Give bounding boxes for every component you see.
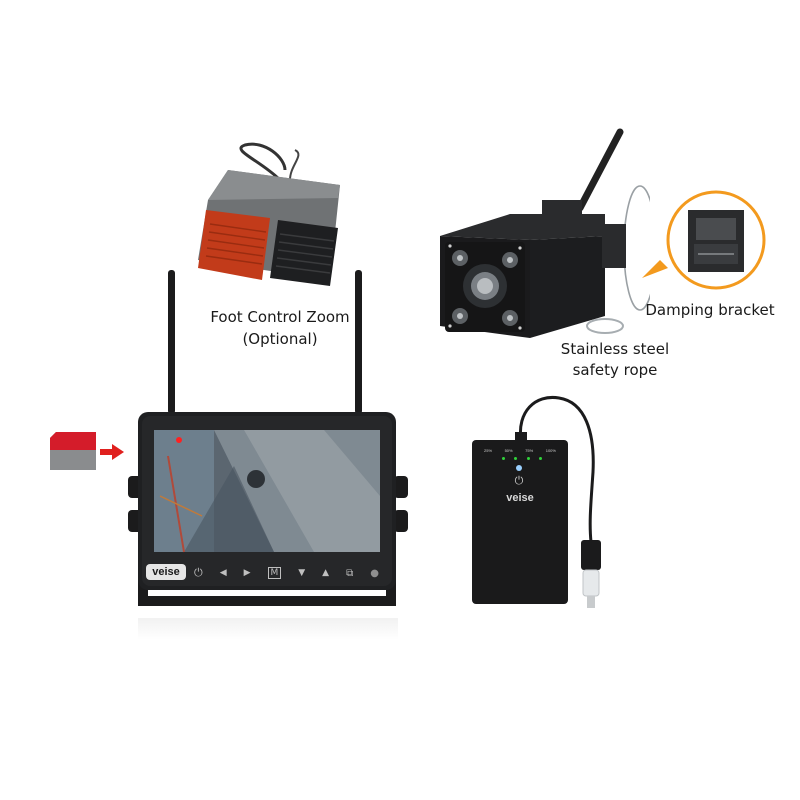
battery-brand-logo: veise — [506, 492, 534, 504]
battery-led-row — [502, 457, 542, 460]
split-button[interactable]: ⧉ — [346, 567, 354, 579]
battery-led — [502, 457, 505, 460]
down-button[interactable]: ▼ — [298, 568, 306, 578]
foot-control-optional-caption: (Optional) — [242, 330, 318, 348]
power-button[interactable]: ⏻ — [194, 566, 203, 579]
battery-level-100: 100% — [545, 448, 556, 453]
battery-led — [538, 457, 542, 460]
foot-pedal — [190, 140, 350, 290]
indicator-dot: ● — [370, 567, 379, 579]
battery-power-button[interactable]: ⏻ — [514, 474, 524, 487]
battery-level-75: 75% — [525, 448, 534, 453]
foot-control-caption: Foot Control Zoom — [210, 308, 350, 326]
battery-led — [514, 457, 518, 460]
sd-card — [50, 432, 96, 470]
play-button[interactable]: ▶ — [243, 568, 251, 578]
battery-level-25: 25% — [484, 448, 493, 453]
menu-button[interactable]: M — [267, 567, 282, 579]
damping-bracket-caption: Damping bracket — [645, 301, 775, 319]
insert-arrow-icon — [100, 444, 124, 460]
monitor-reflection — [138, 618, 398, 640]
safety-rope-caption-line1: Stainless steel — [560, 340, 670, 358]
monitor-brand-logo: veise — [152, 566, 180, 578]
monitor-button-row: ⏻ ◀ ▶ M ▼ ▲ ⧉ ● — [194, 566, 379, 580]
left-button[interactable]: ◀ — [219, 568, 227, 578]
safety-rope-caption-line2: safety rope — [572, 361, 658, 379]
damping-bracket-callout — [636, 188, 766, 298]
monitor: veise ⏻ ◀ ▶ M ▼ ▲ ⧉ ● — [124, 266, 414, 616]
camera — [430, 128, 650, 348]
battery-cable — [505, 392, 615, 612]
up-button[interactable]: ▲ — [322, 568, 330, 578]
battery-led — [526, 457, 530, 460]
battery-power-led — [516, 465, 522, 471]
battery-pack: 25% 50% 75% 100% ⏻ veise — [472, 440, 568, 604]
battery-level-row: 25% 50% 75% 100% — [484, 448, 556, 453]
battery-level-50: 50% — [504, 448, 513, 453]
